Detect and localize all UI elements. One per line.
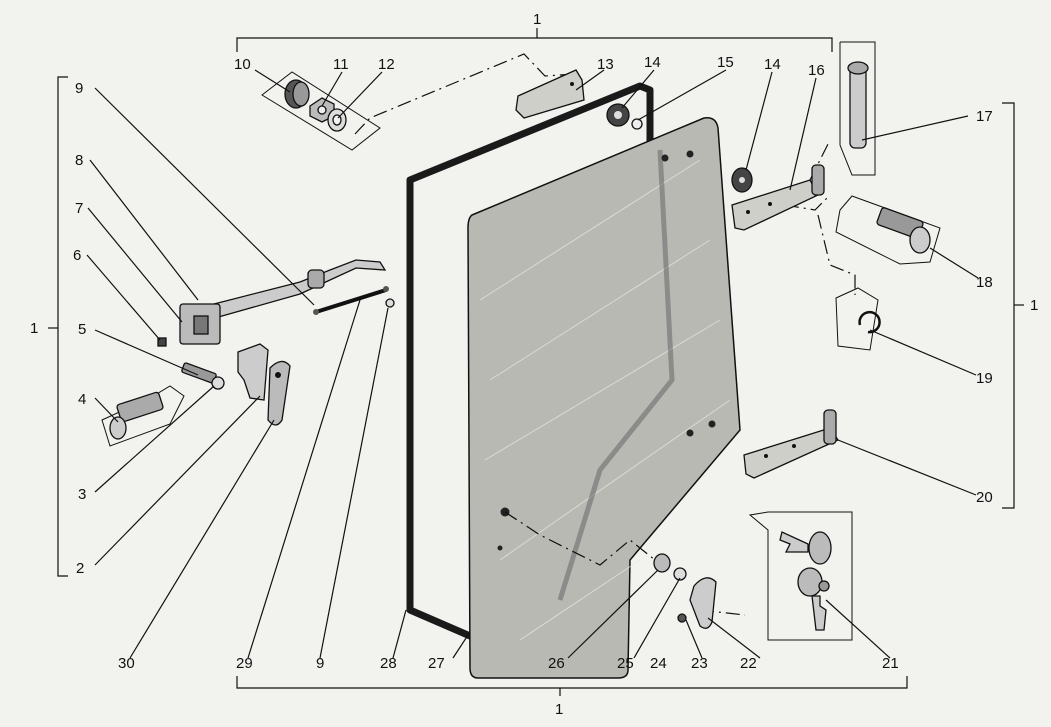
grommet-top: [606, 103, 630, 127]
key-lower: [797, 567, 830, 631]
label-1-top: 1: [533, 11, 541, 28]
label-28: 28: [380, 655, 397, 672]
hinge-pin-callout: [839, 41, 876, 176]
label-10: 10: [234, 56, 251, 73]
lock-washer: [211, 376, 225, 390]
label-5: 5: [78, 321, 86, 338]
label-14-right: 14: [764, 56, 781, 73]
lock-plate: [515, 69, 585, 119]
label-19: 19: [976, 370, 993, 387]
right-group-bracket: [1002, 102, 1024, 509]
screw: [181, 362, 217, 384]
circlip: [858, 310, 881, 334]
label-21: 21: [882, 655, 899, 672]
part-labels: 1 1 1 1 10 11 12 13 14 15 14 16 17 18 19…: [30, 11, 1038, 718]
label-9-top: 9: [75, 80, 83, 97]
label-29: 29: [236, 655, 253, 672]
label-26: 26: [548, 655, 565, 672]
label-11: 11: [333, 56, 349, 73]
upper-hinge: [731, 164, 825, 231]
top-group-bracket: [236, 28, 833, 52]
label-3: 3: [78, 486, 86, 503]
glass-inner-shadow: [557, 149, 675, 601]
label-1-right: 1: [1030, 297, 1038, 314]
grommet-hinge: [731, 167, 753, 193]
lock-rod: [313, 286, 389, 315]
label-27: 27: [428, 655, 445, 672]
label-30: 30: [118, 655, 135, 672]
bolt: [116, 391, 164, 423]
label-9-bottom: 9: [316, 655, 324, 672]
door-handle: [689, 577, 717, 629]
label-2: 2: [76, 560, 84, 577]
left-group-bracket: [48, 76, 68, 577]
label-12: 12: [378, 56, 395, 73]
label-22: 22: [740, 655, 757, 672]
label-7: 7: [75, 200, 83, 217]
label-13: 13: [597, 56, 614, 73]
small-bushing: [631, 118, 643, 130]
glass-reflections: [479, 159, 731, 641]
handle-ring: [653, 553, 671, 573]
label-15: 15: [717, 54, 734, 71]
lower-hinge: [743, 409, 839, 479]
circlip-callout: [835, 287, 881, 351]
label-1-bottom: 1: [555, 701, 563, 718]
label-8: 8: [75, 152, 83, 169]
label-6: 6: [73, 247, 81, 264]
keys-callout: [748, 511, 853, 641]
bushing-set-callout: [261, 71, 381, 151]
lock-bracket: [237, 343, 269, 401]
bottom-group-bracket: [236, 676, 908, 696]
label-18: 18: [976, 274, 993, 291]
handle-nut: [677, 613, 687, 623]
hinge-bolt-callout: [835, 195, 941, 265]
label-14-left: 14: [644, 54, 661, 71]
handle-washer: [673, 567, 687, 581]
rod-bushing: [385, 298, 395, 308]
key-upper: [779, 531, 832, 565]
label-25: 25: [617, 655, 634, 672]
leader-lines: [86, 69, 979, 659]
label-20: 20: [976, 489, 993, 506]
lever-plate: [267, 360, 291, 426]
label-1-left: 1: [30, 320, 38, 337]
door-glass: [467, 116, 741, 679]
label-24: 24: [650, 655, 667, 672]
hinge-pin: [849, 65, 867, 149]
bolt-callout: [101, 385, 185, 447]
label-17: 17: [976, 108, 993, 125]
small-pin: [157, 337, 167, 347]
label-4: 4: [78, 391, 86, 408]
label-16: 16: [808, 62, 825, 79]
label-23: 23: [691, 655, 708, 672]
